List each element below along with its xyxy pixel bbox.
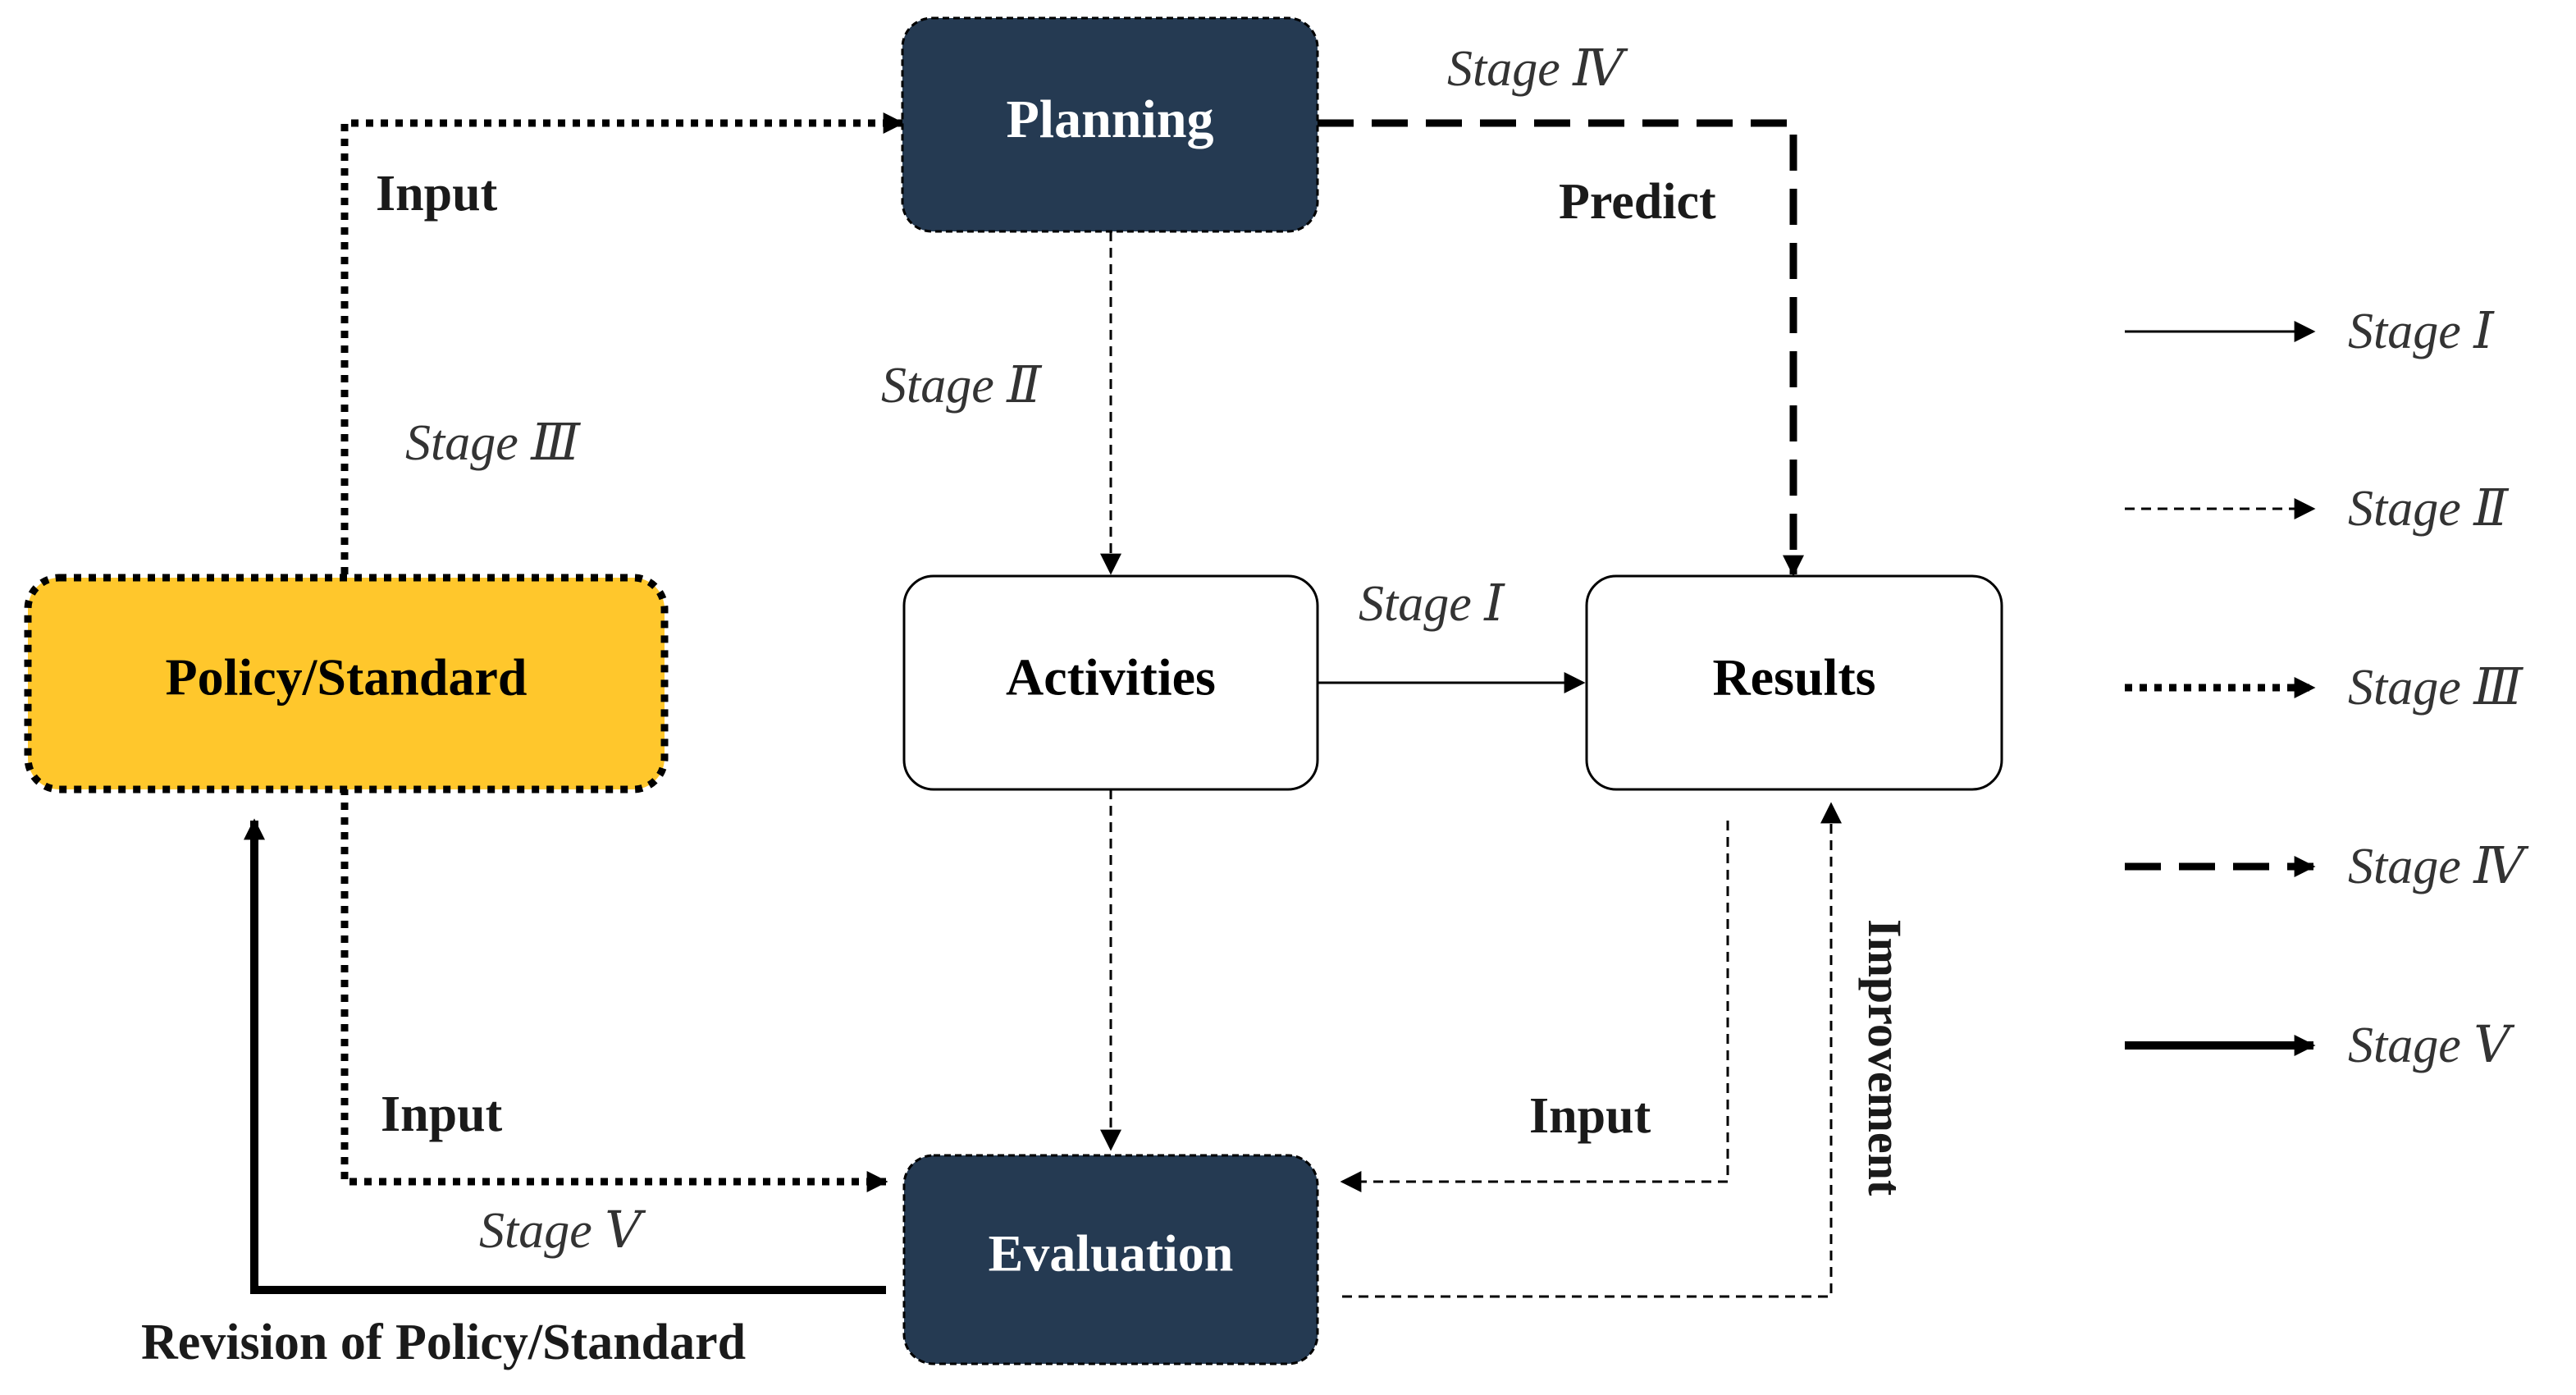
legend-label-stage-i: Stage Ⅰ [2348, 304, 2495, 359]
label-improvement: Improvement [1858, 919, 1911, 1196]
legend-item-stage-iii: Stage Ⅲ [2125, 660, 2523, 716]
connector-evaluation-to-results [1342, 802, 1842, 1298]
node-planning-label: Planning [1006, 89, 1213, 149]
connector-policy-to-planning [340, 112, 905, 574]
legend-item-stage-ii: Stage Ⅱ [2125, 481, 2510, 537]
node-results-label: Results [1712, 648, 1875, 707]
connector-evaluation-to-policy [244, 818, 886, 1294]
node-evaluation: Evaluation [902, 1154, 1319, 1365]
connector-results-to-evaluation [1340, 821, 1729, 1192]
label-stage-iii: Stage Ⅲ [405, 415, 581, 471]
legend-item-stage-i: Stage Ⅰ [2125, 304, 2495, 359]
label-stage-v: Stage Ⅴ [479, 1203, 646, 1259]
node-activities-label: Activities [1006, 648, 1216, 707]
legend-label-stage-ii: Stage Ⅱ [2348, 481, 2510, 537]
node-planning: Planning [901, 16, 1319, 233]
node-policy-standard-label: Policy/Standard [166, 648, 528, 707]
node-policy-standard: Policy/Standard [24, 574, 669, 794]
connector-planning-to-results [1318, 119, 1804, 577]
label-stage-ii: Stage Ⅱ [881, 358, 1043, 414]
label-stage-i: Stage Ⅰ [1359, 576, 1505, 632]
legend: Stage Ⅰ Stage Ⅱ Stage Ⅲ Stage Ⅳ Stage Ⅴ [2125, 304, 2529, 1073]
node-activities: Activities [902, 574, 1319, 791]
legend-label-stage-iii: Stage Ⅲ [2348, 660, 2523, 716]
legend-label-stage-iv: Stage Ⅳ [2348, 839, 2529, 894]
legend-label-stage-v: Stage Ⅴ [2348, 1018, 2515, 1073]
label-input-bottom-left: Input [381, 1086, 503, 1142]
node-results: Results [1585, 574, 2003, 791]
node-evaluation-label: Evaluation [989, 1224, 1234, 1283]
connector-policy-to-evaluation [340, 788, 888, 1192]
label-input-top: Input [376, 166, 498, 222]
legend-item-stage-iv: Stage Ⅳ [2125, 839, 2529, 894]
label-revision: Revision of Policy/Standard [141, 1315, 746, 1370]
label-input-bottom-right: Input [1529, 1088, 1651, 1144]
legend-item-stage-v: Stage Ⅴ [2125, 1018, 2515, 1073]
label-predict: Predict [1559, 174, 1716, 230]
label-stage-iv-top: Stage Ⅳ [1447, 41, 1628, 97]
